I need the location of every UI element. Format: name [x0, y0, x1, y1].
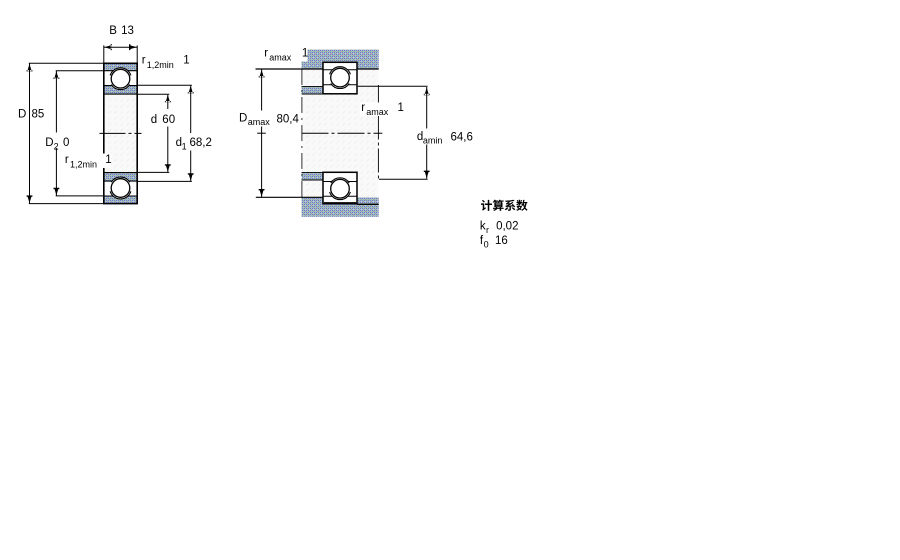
svg-text:B: B [109, 25, 117, 37]
svg-text:d: d [151, 114, 157, 126]
svg-text:0,02: 0,02 [496, 221, 518, 233]
svg-text:1: 1 [398, 102, 404, 114]
svg-text:r: r [361, 102, 365, 114]
svg-text:amin: amin [423, 136, 443, 146]
svg-text:1: 1 [302, 47, 308, 59]
svg-text:r: r [65, 154, 69, 166]
svg-text:D: D [239, 113, 247, 125]
svg-text:68,2: 68,2 [190, 137, 212, 149]
svg-text:amax: amax [269, 52, 292, 62]
svg-text:d: d [176, 137, 182, 149]
svg-text:d: d [417, 131, 423, 143]
svg-text:1: 1 [105, 154, 111, 166]
svg-text:1,2min: 1,2min [70, 160, 97, 170]
svg-text:13: 13 [121, 25, 134, 37]
svg-text:D: D [45, 137, 53, 149]
svg-text:amax: amax [248, 117, 271, 127]
svg-text:0: 0 [63, 137, 69, 149]
svg-text:64,6: 64,6 [451, 132, 473, 144]
svg-text:80,4: 80,4 [277, 113, 300, 125]
svg-text:85: 85 [32, 109, 45, 121]
svg-text:1: 1 [183, 54, 189, 66]
svg-text:k: k [480, 221, 486, 233]
svg-text:r: r [264, 47, 268, 59]
svg-text:D: D [18, 109, 26, 121]
svg-text:2: 2 [54, 142, 59, 152]
svg-text:1: 1 [182, 142, 187, 152]
svg-text:1,2min: 1,2min [147, 60, 174, 70]
svg-text:f: f [480, 235, 484, 247]
svg-text:0: 0 [484, 240, 489, 250]
svg-text:r: r [142, 54, 146, 66]
svg-text:amax: amax [366, 107, 389, 117]
svg-text:r: r [486, 225, 489, 235]
svg-text:16: 16 [495, 235, 508, 247]
svg-text:60: 60 [162, 114, 175, 126]
